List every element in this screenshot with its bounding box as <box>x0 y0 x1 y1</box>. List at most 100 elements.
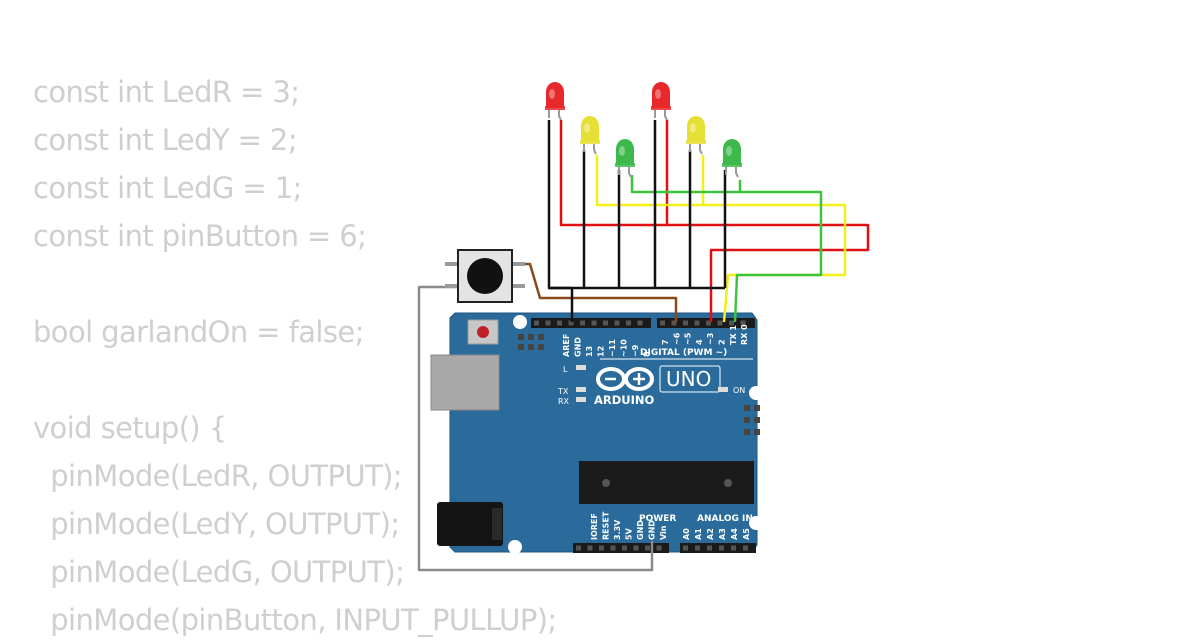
header-pin-label: 13 <box>585 346 594 357</box>
pin-hole[interactable] <box>599 545 604 551</box>
header-pin-label: ~5 <box>684 332 693 345</box>
wire-red-led-1[interactable] <box>559 120 870 322</box>
led-rx-indicator <box>576 397 586 402</box>
pin-hole[interactable] <box>671 320 677 326</box>
pin-hole[interactable] <box>534 320 539 326</box>
pin-hole[interactable] <box>706 320 711 326</box>
uno-model: UNO <box>666 367 711 391</box>
header-pin-label: GND <box>574 337 583 357</box>
header-left <box>531 318 651 328</box>
red-led[interactable] <box>545 82 565 121</box>
header-pin-label: AREF <box>562 334 571 357</box>
led-rx-label: RX <box>558 397 570 406</box>
analog-pin-label: A1 <box>694 528 703 540</box>
code-line: const int pinButton = 6; <box>33 219 367 253</box>
led-body <box>652 82 670 108</box>
pin-hole[interactable] <box>645 545 650 551</box>
pin-hole[interactable] <box>622 545 627 551</box>
pin-hole[interactable] <box>568 320 574 326</box>
pin-hole[interactable] <box>587 545 593 551</box>
pin-hole[interactable] <box>694 320 700 326</box>
pin-hole[interactable] <box>591 320 597 326</box>
pin-hole[interactable] <box>656 545 662 551</box>
push-button[interactable] <box>445 249 525 303</box>
pin-hole[interactable] <box>610 545 616 551</box>
pin-hole[interactable] <box>614 320 620 326</box>
pin-hole[interactable] <box>626 320 631 326</box>
led-rim <box>615 163 635 167</box>
green-led[interactable] <box>615 139 635 178</box>
pin-hole[interactable] <box>660 320 665 326</box>
green-led[interactable] <box>722 139 742 178</box>
pin-hole[interactable] <box>740 320 746 326</box>
wire-gnd-bus[interactable] <box>547 120 727 322</box>
power-pin-label: GND <box>636 520 645 540</box>
led-body <box>616 139 634 165</box>
mounting-hole <box>749 386 763 400</box>
power-pin-label: IOREF <box>590 513 599 540</box>
analog-pin-label: A2 <box>706 528 715 540</box>
uno-badge <box>659 365 721 393</box>
pin-hole[interactable] <box>545 320 551 326</box>
pin-hole[interactable] <box>633 545 639 551</box>
pin-hole[interactable] <box>683 545 688 551</box>
header-pin-label: 8 <box>643 351 652 357</box>
wire-button-gnd[interactable] <box>417 285 654 572</box>
mounting-hole <box>513 315 527 329</box>
pin-hole[interactable] <box>717 320 723 326</box>
chip-marker <box>602 479 610 487</box>
button-leg <box>511 284 525 288</box>
led-tx-label: TX <box>557 387 569 396</box>
led-body <box>687 116 705 142</box>
yellow-led[interactable] <box>580 116 600 155</box>
red-led[interactable] <box>651 82 671 121</box>
digital-pwm-label: DIGITAL (PWM ~) <box>640 348 727 358</box>
code-editor[interactable]: const int LedR = 3; const int LedY = 2; co… <box>33 68 557 644</box>
mounting-hole <box>508 540 522 554</box>
usb-port <box>430 354 500 411</box>
header-pin-label: 12 <box>597 346 606 357</box>
pin-hole[interactable] <box>637 320 643 326</box>
button-leg <box>511 262 525 266</box>
led-body <box>723 139 741 165</box>
pin-hole[interactable] <box>743 545 748 551</box>
pin-hole[interactable] <box>707 545 712 551</box>
power-pin-label: 3.3V <box>613 519 622 540</box>
pin-hole[interactable] <box>719 545 724 551</box>
pin-hole[interactable] <box>695 545 700 551</box>
yellow-led[interactable] <box>686 116 706 155</box>
pin-hole[interactable] <box>731 545 736 551</box>
pin-hole[interactable] <box>683 320 688 326</box>
wires <box>417 120 870 572</box>
wire-yellow-led-1[interactable] <box>595 155 847 323</box>
pin-hole[interactable] <box>580 320 585 326</box>
icsp-header-right <box>744 405 760 435</box>
header-pin-label: ~9 <box>631 344 640 357</box>
led-leg <box>558 110 562 121</box>
pin-hole[interactable] <box>576 545 581 551</box>
code-line: pinMode(LedG, OUTPUT); <box>33 555 405 589</box>
button-cap[interactable] <box>467 258 503 294</box>
pin-hole[interactable] <box>729 320 734 326</box>
pin-hole[interactable] <box>603 320 608 326</box>
code-line: const int LedY = 2; <box>33 123 298 157</box>
led-tx-indicator <box>576 387 586 392</box>
arduino-brand: ARDUINO <box>594 393 655 407</box>
led-leg <box>664 110 668 121</box>
led-leg <box>699 144 703 155</box>
header-power <box>573 543 669 553</box>
button-leg <box>445 284 459 288</box>
button-leg <box>445 262 459 266</box>
code-line: const int LedR = 3; <box>33 75 300 109</box>
header-pin-label: ~3 <box>706 333 715 345</box>
pin-hole[interactable] <box>557 320 562 326</box>
header-pin-label: RX 0 <box>740 324 749 345</box>
led-highlight <box>549 89 555 99</box>
reset-button-cap[interactable] <box>477 326 489 338</box>
wire-green-led-1[interactable] <box>630 175 823 323</box>
